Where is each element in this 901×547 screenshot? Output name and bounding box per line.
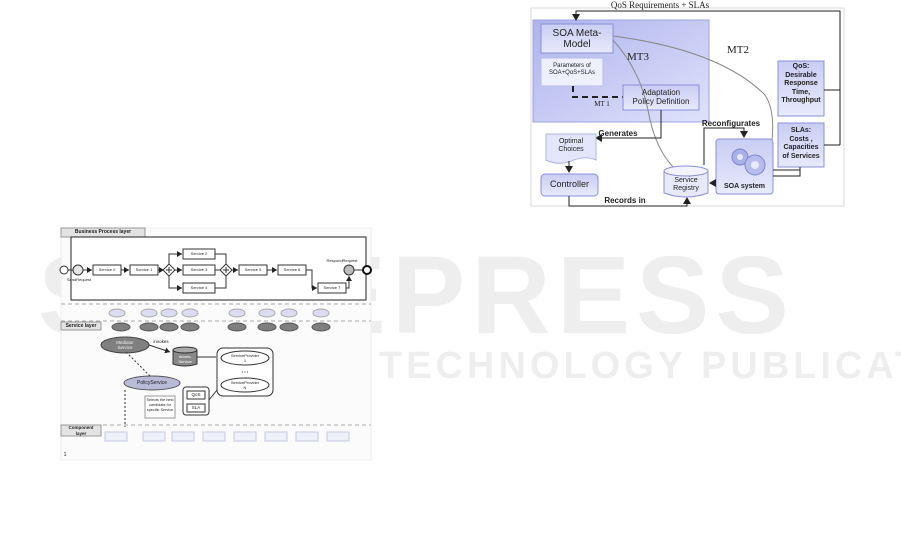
mt3-label: MT3 (627, 51, 649, 63)
slas-box (777, 122, 825, 168)
service-4-label: Service 4 (190, 285, 208, 290)
service-1-label: Service 1 (135, 267, 153, 272)
records-in-arrow (568, 196, 691, 207)
provider-1-label: ServiceProvider 1 (230, 353, 260, 363)
qos-label: QoS: Desirable Response Time, Throughput (781, 63, 821, 104)
mt1-label: MT 1 (594, 100, 610, 108)
meta-model-label: SOA Meta- Model (552, 28, 602, 50)
soa-system-box (715, 138, 774, 195)
adaptation-label: Adaptation Policy Definition (632, 88, 690, 106)
slas-label: SLAs: Costs , Capacities of Services (782, 127, 820, 160)
mt2-label: MT2 (727, 44, 749, 56)
start-event (59, 265, 69, 275)
business-layer-label: Business Process layer (74, 229, 132, 235)
mediator-label: Mediator Service (116, 340, 134, 350)
optimal-choices-box (545, 133, 597, 164)
provider-n-label: ServiceProvider N (230, 380, 260, 390)
send-request-label: SendRequest (66, 277, 92, 282)
mt3-curve (612, 39, 677, 171)
selects-note-label: Selects the best candidate for specific … (146, 398, 174, 412)
sla-small-box (186, 403, 206, 413)
provider-1 (220, 350, 270, 366)
providers-dots: • • • (241, 369, 249, 374)
selects-note (144, 395, 176, 419)
footnote-mark: 1 (63, 452, 67, 458)
service-6-label: Service 6 (283, 267, 301, 272)
generates-label: Generates (598, 129, 638, 138)
provider-n (220, 377, 270, 393)
parameters-box (540, 57, 604, 87)
optimal-choices-label: Optimal Choices (558, 138, 584, 153)
respond-request-label: RespondRequest (326, 258, 358, 263)
end-event (362, 265, 372, 275)
mt2-curve (612, 35, 774, 141)
component-layer-label: Component layer (68, 425, 94, 436)
soa-system-label: SOA system (724, 183, 765, 190)
atomic-service (172, 350, 198, 367)
service-5-label: Service 5 (244, 267, 262, 272)
sla-small-label: SLA (191, 405, 201, 410)
component-boxes (104, 431, 350, 442)
reconfigurates-label: Reconfigurates (701, 119, 761, 128)
reconfigurates-arrow (703, 127, 748, 165)
invokes-label: invokes (153, 339, 169, 344)
qos-small-box (186, 390, 206, 400)
controller-label: Controller (549, 179, 589, 189)
service-registry-label: Service Registry (673, 177, 699, 192)
atomic-label: Atomic Service (178, 354, 192, 364)
service-registry (663, 171, 709, 198)
service-ellipses (108, 308, 331, 332)
component-layer-tab (60, 424, 102, 437)
service-layer-tab (60, 321, 102, 331)
meta-model-box (540, 23, 614, 54)
service-layer-label: Service layer (65, 323, 97, 329)
qos-requirements-label: QoS Requirements + SLAs (610, 0, 710, 10)
qos-box (777, 60, 825, 117)
policy-service-label: PolicyService (136, 380, 167, 386)
gears-icon (731, 148, 766, 176)
send-request-event (72, 264, 84, 276)
qos-small-label: QoS (191, 392, 201, 397)
service-0-label: Service 0 (98, 267, 116, 272)
generates-arrow (595, 110, 662, 142)
respond-request-event (343, 264, 355, 276)
policy-service (123, 375, 181, 391)
records-in-label: Records in (604, 196, 646, 205)
service-7-label: Service 7 (323, 285, 341, 290)
parameters-label: Parameters of SOA+QoS+SLAs (548, 63, 596, 76)
service-3-label: Service 3 (190, 267, 208, 272)
qos-requirements-arrow (572, 10, 841, 122)
service-2-label: Service 2 (190, 251, 208, 256)
adaptation-box (622, 84, 700, 111)
